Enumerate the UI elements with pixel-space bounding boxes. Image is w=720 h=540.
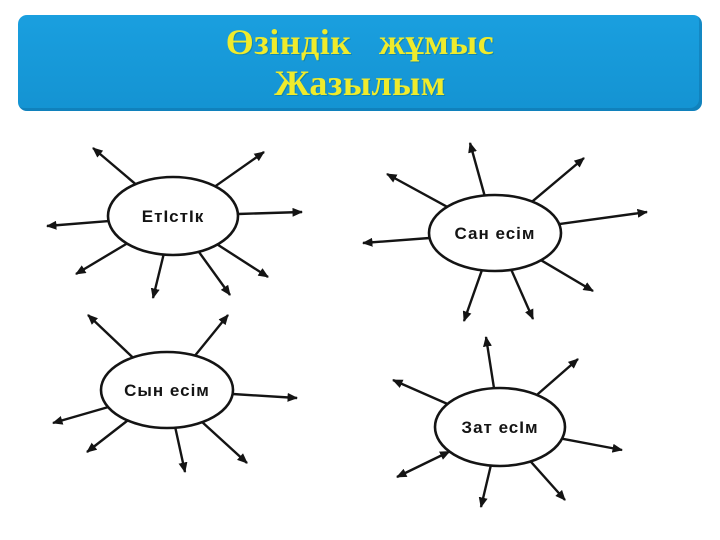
spider-diagram-etistik: ЕтІстІк <box>46 147 303 299</box>
etistik-label: ЕтІстІк <box>142 207 204 226</box>
san-esim-arrow <box>531 157 585 203</box>
spider-diagram-zat-esim: Зат есІм <box>392 336 623 508</box>
spider-diagram-syn-esim: Сын есім <box>52 314 298 473</box>
title-line-1: Өзіндік жұмыс <box>225 22 495 62</box>
san-esim-arrow <box>362 236 430 247</box>
syn-esim-arrow <box>232 392 298 402</box>
zat-esim-node-ellipse <box>433 386 567 468</box>
etistik-arrow <box>92 147 137 186</box>
syn-esim-arrow <box>52 405 109 425</box>
syn-esim-arrow <box>86 419 129 453</box>
zat-esim-arrow <box>483 336 496 389</box>
zat-esim-arrow <box>561 437 623 453</box>
san-esim-arrow <box>510 269 535 320</box>
etistik-arrow <box>237 207 303 217</box>
zat-esim-arrow <box>529 460 566 501</box>
san-esim-arrow <box>540 259 594 293</box>
zat-esim-arrow <box>536 358 579 396</box>
syn-esim-arrow <box>174 427 188 473</box>
zat-esim-arrow <box>392 378 449 406</box>
etistik-arrow <box>150 254 165 299</box>
etistik-arrow <box>75 242 128 276</box>
san-esim-arrow <box>559 208 648 226</box>
zat-esim-arrow <box>396 450 451 479</box>
syn-esim-arrow <box>194 314 229 357</box>
san-esim-label: Сан есім <box>455 224 536 243</box>
etistik-arrow <box>46 219 109 230</box>
etistik-node-ellipse <box>106 175 240 257</box>
title-line-2: Жазылым <box>274 63 446 103</box>
zat-esim-arrow <box>478 465 492 508</box>
etistik-arrow <box>216 243 269 279</box>
syn-esim-arrow <box>201 421 248 464</box>
san-esim-node-ellipse <box>427 193 563 273</box>
san-esim-arrow <box>386 172 448 208</box>
san-esim-arrow <box>462 269 484 322</box>
syn-esim-label: Сын есім <box>124 381 210 400</box>
zat-esim-label: Зат есІм <box>461 418 538 437</box>
title-banner: Өзіндік жұмыс Жазылым <box>18 15 702 111</box>
etistik-arrow <box>214 151 265 188</box>
spider-diagram-san-esim: Сан есім <box>362 142 648 322</box>
etistik-arrow <box>197 251 231 296</box>
san-esim-arrow <box>468 142 486 196</box>
syn-esim-arrow <box>87 314 134 359</box>
syn-esim-node-ellipse <box>99 350 235 430</box>
